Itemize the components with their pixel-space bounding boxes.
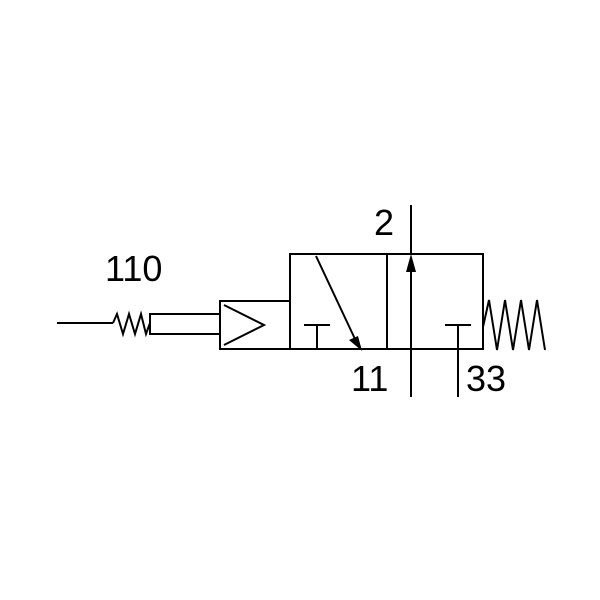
t-stop-icon <box>445 324 471 349</box>
pilot-port-label: 110 <box>105 248 162 289</box>
pilot-plunger <box>149 313 221 335</box>
return-spring-icon <box>482 299 546 351</box>
valve-right-position <box>386 253 484 350</box>
arrow-icon <box>406 254 416 349</box>
arrow-icon <box>315 255 362 351</box>
port-lines <box>410 205 459 397</box>
valve-left-position <box>289 253 388 350</box>
pilot-line <box>57 310 151 338</box>
pilot-spring-icon <box>112 310 151 338</box>
left-position-symbols <box>304 255 362 351</box>
right-position-symbols <box>406 254 471 349</box>
valve-body <box>289 253 484 350</box>
supply-port-label: 11 <box>351 358 388 399</box>
pilot-actuator <box>219 300 291 350</box>
t-stop-icon <box>304 324 330 349</box>
output-port-label: 2 <box>374 202 394 243</box>
exhaust-port-label: 33 <box>466 358 506 399</box>
pilot-triangle-icon <box>223 304 267 346</box>
